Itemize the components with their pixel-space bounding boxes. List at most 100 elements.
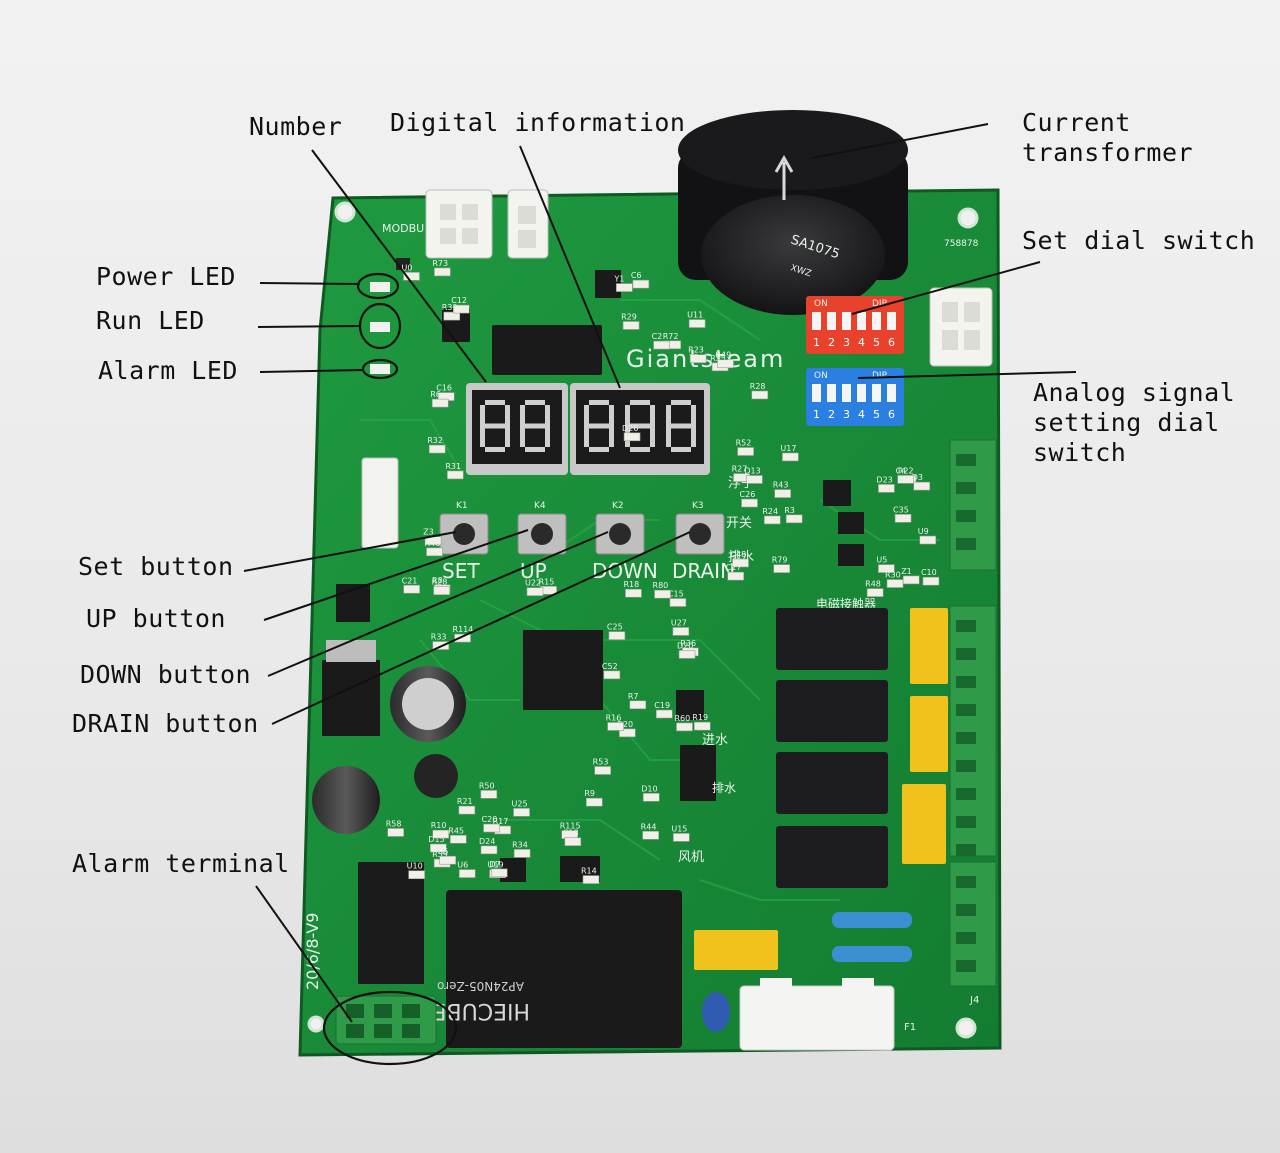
ref-designator: D7	[489, 860, 500, 869]
ref-designator: R15	[539, 577, 555, 586]
label-set-dial-switch: Set dial switch	[1022, 226, 1256, 255]
terminal-screw	[956, 904, 976, 916]
dip2-on-label: ON	[814, 371, 828, 381]
ref-designator: R6	[430, 390, 441, 399]
cn-switch-label: 开关	[726, 516, 752, 531]
smd-part	[408, 870, 425, 880]
dip-key[interactable]	[872, 384, 881, 402]
dip-key[interactable]	[827, 312, 836, 330]
smd-part	[654, 589, 671, 599]
terminal-screw	[956, 788, 976, 800]
ref-designator: D3	[912, 473, 923, 482]
display-segment	[525, 447, 545, 452]
button-cap[interactable]	[453, 523, 475, 545]
dip-number: 1	[813, 336, 820, 349]
label-alarm-terminal: Alarm terminal	[72, 849, 290, 878]
ref-designator: U0	[401, 263, 412, 272]
display-segment	[520, 426, 525, 447]
ref-designator: R33	[431, 633, 447, 642]
smd-part	[886, 579, 904, 588]
display-segment	[691, 426, 696, 447]
display-segment	[589, 400, 609, 405]
ref-designator: R79	[772, 556, 788, 565]
ref-designator: R115	[560, 822, 581, 831]
dip-number: 2	[828, 408, 835, 421]
ref-designator: R36	[680, 639, 696, 648]
smd-components: R32R29R24R33R19R34R21R22R38R35R52R36R20R…	[386, 259, 940, 884]
ref-designator: R59	[432, 850, 448, 859]
smd-part	[751, 390, 769, 400]
display-segment	[584, 426, 589, 447]
dip-key[interactable]	[827, 384, 836, 402]
display-segment	[505, 426, 510, 447]
dip-key[interactable]	[872, 312, 881, 330]
dip-key[interactable]	[857, 312, 866, 330]
dip-key[interactable]	[812, 384, 821, 402]
ref-designator: R3	[784, 506, 795, 515]
dip-key[interactable]	[842, 312, 851, 330]
version-silkscreen: 20/6/8-V9	[303, 913, 322, 990]
label-drain-button: DRAIN button	[72, 709, 259, 738]
ref-designator: R14	[581, 867, 597, 876]
display-segment	[589, 447, 609, 452]
label-run-led: Run LED	[96, 306, 205, 335]
button-cap[interactable]	[531, 523, 553, 545]
smd-part	[746, 475, 763, 484]
smd-part	[483, 823, 500, 833]
display-segment	[691, 405, 696, 426]
ref-designator: C4	[896, 466, 907, 475]
ref-designator: R9	[584, 789, 595, 798]
smd-part	[669, 598, 687, 607]
terminal-screw	[956, 844, 976, 856]
smd-part	[403, 584, 420, 594]
ref-designator: R32	[427, 436, 443, 445]
dip-key[interactable]	[887, 312, 896, 330]
button-ref: K2	[612, 501, 624, 511]
ref-designator: C18	[563, 829, 579, 838]
smd-part	[727, 571, 745, 581]
smd-part	[428, 444, 446, 454]
button-cap[interactable]	[609, 523, 631, 545]
ref-designator: C20	[482, 815, 498, 824]
dip-number: 4	[858, 336, 865, 349]
smd-part	[902, 575, 920, 585]
terminal-screw	[956, 932, 976, 944]
ref-designator: R10	[431, 821, 447, 830]
ref-designator: U22	[525, 579, 541, 588]
terminal-screw	[956, 676, 976, 688]
alarm-terminal-connector	[335, 995, 437, 1045]
dip-key[interactable]	[857, 384, 866, 402]
ref-designator: C16	[436, 384, 452, 393]
smd-part	[741, 498, 758, 508]
dip-key[interactable]	[812, 312, 821, 330]
ref-designator: U11	[687, 311, 703, 320]
dip-label: DIP	[872, 299, 888, 309]
smd-part	[403, 272, 420, 281]
smd-part	[655, 709, 673, 719]
ref-designator: R31	[445, 462, 461, 471]
ref-designator: R18	[623, 580, 639, 589]
dip-key[interactable]	[887, 384, 896, 402]
smd-part	[785, 514, 803, 524]
ref-designator: C21	[402, 576, 418, 585]
smd-part	[452, 304, 470, 314]
ref-designator: R73	[432, 259, 448, 268]
ref-designator: R52	[736, 439, 752, 448]
ref-designator: R80	[653, 581, 669, 590]
smd-part	[773, 564, 791, 573]
ref-designator: R16	[606, 713, 622, 722]
ref-designator: R46	[425, 539, 441, 548]
mounting-holes	[307, 201, 979, 1039]
smd-part	[653, 340, 670, 350]
smd-part	[433, 586, 450, 595]
display-segment	[480, 405, 485, 426]
dip-key[interactable]	[842, 384, 851, 402]
ref-designator: R28	[750, 382, 766, 391]
ref-designator: R49	[715, 351, 731, 360]
cn-fan-label: 风机	[678, 850, 704, 865]
button-cap[interactable]	[689, 523, 711, 545]
